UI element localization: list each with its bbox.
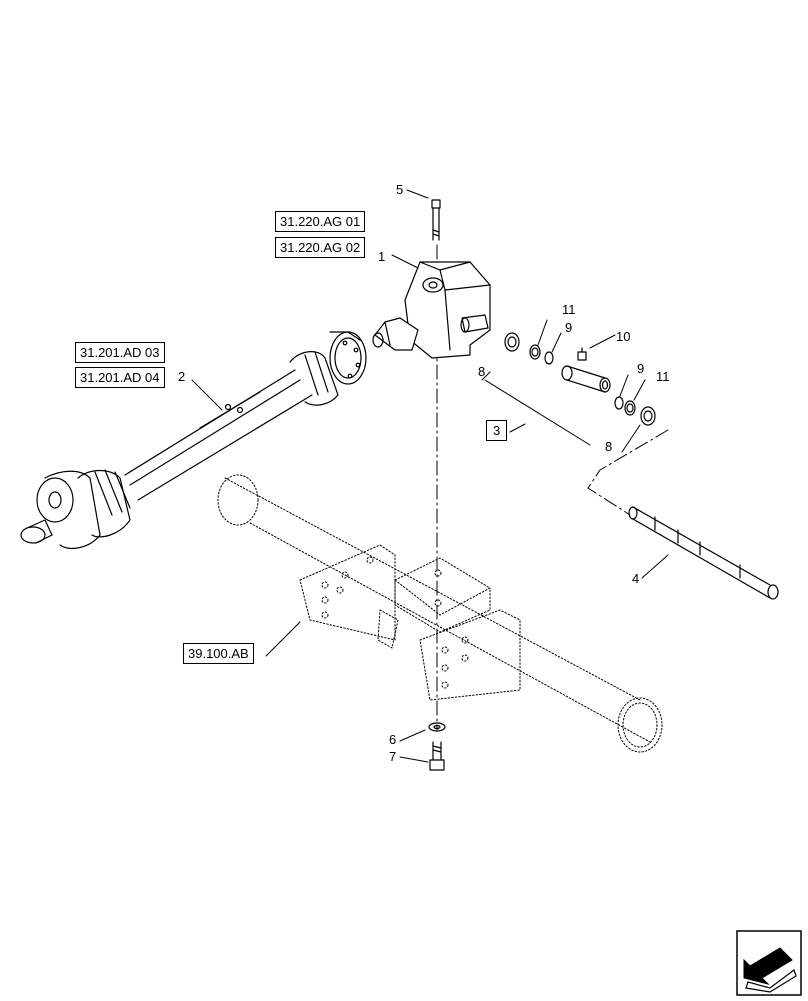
bolt-item-5 bbox=[431, 199, 441, 241]
next-page-arrow-icon[interactable] bbox=[736, 930, 802, 996]
ref-box-39-100-ab[interactable]: 39.100.AB bbox=[183, 643, 254, 664]
leader-lines bbox=[191, 189, 669, 763]
axis-line-shaft bbox=[587, 429, 669, 516]
ref-box-31-220-ag-02[interactable]: 31.220.AG 02 bbox=[275, 237, 366, 258]
bearing-item-9-left bbox=[544, 351, 554, 365]
callout-7: 7 bbox=[389, 749, 397, 764]
callout-11-left: 11 bbox=[562, 302, 576, 317]
callout-8-left: 8 bbox=[478, 364, 486, 379]
ref-box-31-220-ag-01[interactable]: 31.220.AG 01 bbox=[275, 211, 366, 232]
frame-assembly bbox=[217, 474, 663, 753]
bolt-item-7 bbox=[429, 741, 445, 771]
bearing-item-9-right bbox=[614, 396, 624, 410]
seal-washer-item-8-left bbox=[504, 332, 520, 352]
grease-nipple-item-10 bbox=[577, 347, 587, 361]
callout-11-right: 11 bbox=[656, 369, 670, 384]
callout-6: 6 bbox=[389, 732, 397, 747]
tube-spacer bbox=[561, 365, 611, 393]
ref-box-31-201-ad-03[interactable]: 31.201.AD 03 bbox=[75, 342, 165, 363]
ref-box-31-201-ad-04[interactable]: 31.201.AD 04 bbox=[75, 367, 165, 388]
callout-4: 4 bbox=[632, 571, 640, 586]
callout-8-right: 8 bbox=[605, 439, 613, 454]
kit-box-3: 3 bbox=[486, 420, 508, 441]
callout-1: 1 bbox=[378, 249, 386, 264]
snap-ring-item-11-right bbox=[624, 400, 636, 416]
callout-9-right: 9 bbox=[637, 361, 645, 376]
callout-5: 5 bbox=[396, 182, 404, 197]
callout-10: 10 bbox=[616, 329, 631, 344]
callout-2: 2 bbox=[178, 369, 186, 384]
seal-washer-item-8-right bbox=[640, 406, 656, 426]
pto-drive-shaft bbox=[20, 331, 367, 549]
splined-shaft-item-4 bbox=[628, 506, 779, 600]
gearbox bbox=[372, 261, 491, 359]
snap-ring-item-11-left bbox=[529, 344, 541, 360]
washer-item-6 bbox=[428, 722, 446, 732]
callout-9-left: 9 bbox=[565, 320, 573, 335]
